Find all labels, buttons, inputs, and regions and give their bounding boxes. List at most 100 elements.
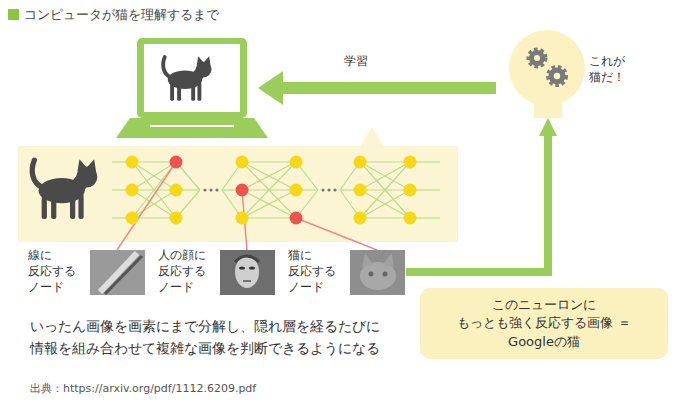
network-link <box>242 190 296 218</box>
thumbnail-ground <box>220 250 275 295</box>
cat-tail <box>163 57 171 77</box>
network-link <box>360 161 410 162</box>
neuron <box>126 184 139 197</box>
neuron <box>404 156 417 169</box>
network-link <box>242 162 296 190</box>
speech-bubble: このニューロンに もっとも強く反応する画像 ＝Googleの猫 <box>420 288 668 359</box>
network-link <box>242 162 296 218</box>
neural-network <box>112 162 440 218</box>
node-text: 線に 反応する ノード <box>28 247 86 296</box>
network-link <box>360 162 410 190</box>
laptop-keyboard <box>150 125 234 127</box>
cat-leg <box>70 196 75 219</box>
network-link <box>360 190 410 218</box>
cat-silhouette <box>32 159 97 219</box>
cat-leg <box>42 196 47 219</box>
laptop-screen <box>137 38 247 118</box>
head-icon: これが 猫だ！ <box>505 28 640 118</box>
laptop-base <box>116 118 268 138</box>
network-link <box>242 190 296 218</box>
network-link <box>242 162 296 190</box>
thumbnail-ground <box>350 250 405 295</box>
leader-line <box>296 218 377 250</box>
ellipsis-dot <box>209 188 212 191</box>
neuron <box>126 212 139 225</box>
thumbnail-ground <box>90 250 145 295</box>
neuron <box>236 156 249 169</box>
neuron <box>290 212 303 225</box>
network-link <box>360 162 410 190</box>
neuron <box>290 156 303 169</box>
neuron <box>170 156 183 169</box>
gear-hole <box>554 73 560 79</box>
cat-eye-blur <box>369 272 374 277</box>
cat-tail <box>32 160 42 187</box>
network-link <box>132 162 176 218</box>
node-text: 猫に 反応する ノード <box>288 247 346 296</box>
line-thumbnail <box>90 250 145 295</box>
learning-arrow-head <box>258 71 283 105</box>
thumbnail-node: 猫に 反応する ノード <box>288 246 406 298</box>
ellipsis-dot <box>321 188 324 191</box>
face-eye <box>239 266 245 269</box>
cat-ear-blur <box>362 253 373 268</box>
neuron <box>354 156 367 169</box>
network-link <box>360 217 410 218</box>
neuron <box>126 156 139 169</box>
flow-arrow <box>406 136 548 272</box>
face <box>235 256 259 288</box>
cat-silhouette <box>163 56 211 100</box>
bubble-body <box>420 288 668 359</box>
cat-leg <box>191 84 195 101</box>
network-link <box>360 190 410 218</box>
neuron <box>236 184 249 197</box>
gear <box>549 68 566 85</box>
source-note: 出典：https://arxiv.org/pdf/1112.6209.pdf <box>30 382 256 396</box>
face-mouth <box>243 280 251 282</box>
network-link <box>242 217 296 218</box>
cat-leg <box>78 194 83 219</box>
title-bullet <box>8 9 19 20</box>
cat-ear <box>204 56 211 66</box>
neuron <box>404 212 417 225</box>
cat-thumbnail <box>350 250 405 295</box>
cat-ear <box>87 159 96 173</box>
network-link <box>132 162 176 190</box>
network-link <box>242 162 296 218</box>
neuron <box>354 212 367 225</box>
cat-eye-blur <box>383 272 388 277</box>
learning-arrow-shaft <box>282 82 496 94</box>
ellipsis-dot <box>333 188 336 191</box>
face-thumbnail <box>220 250 275 295</box>
thumbnail-node: 線に 反応する ノード <box>28 246 148 298</box>
face-hair <box>235 256 259 262</box>
network-link <box>360 162 410 218</box>
neuron <box>170 184 183 197</box>
cat-leg <box>170 84 174 101</box>
ellipsis-dot <box>215 188 218 191</box>
gear-hole <box>534 55 540 61</box>
neuron <box>354 184 367 197</box>
laptop-display <box>144 44 240 112</box>
network-link <box>132 162 176 218</box>
thumbnail-node: 人の顔に 反応する ノード <box>158 246 276 298</box>
face-eye <box>249 266 255 269</box>
title: コンピュータが猫を理解するまで <box>24 6 219 24</box>
head-outline <box>509 30 585 106</box>
network-link <box>360 162 410 218</box>
network-link <box>132 162 176 190</box>
thumbnail-stroke <box>105 256 142 294</box>
neuron <box>404 184 417 197</box>
node-text: 人の顔に 反応する ノード <box>158 247 216 296</box>
cat-ear <box>197 56 204 65</box>
cat-leg <box>177 85 181 101</box>
thumbnail-stroke <box>100 253 137 292</box>
cat-leg <box>197 82 201 101</box>
network-link <box>242 161 296 162</box>
network-band <box>18 146 458 242</box>
network-link <box>132 161 176 162</box>
node-text: このニューロンに もっとも強く反応する画像 ＝Googleの猫 <box>439 296 649 351</box>
cat-ear-blur <box>383 253 394 268</box>
neuron <box>236 212 249 225</box>
neuron <box>290 184 303 197</box>
